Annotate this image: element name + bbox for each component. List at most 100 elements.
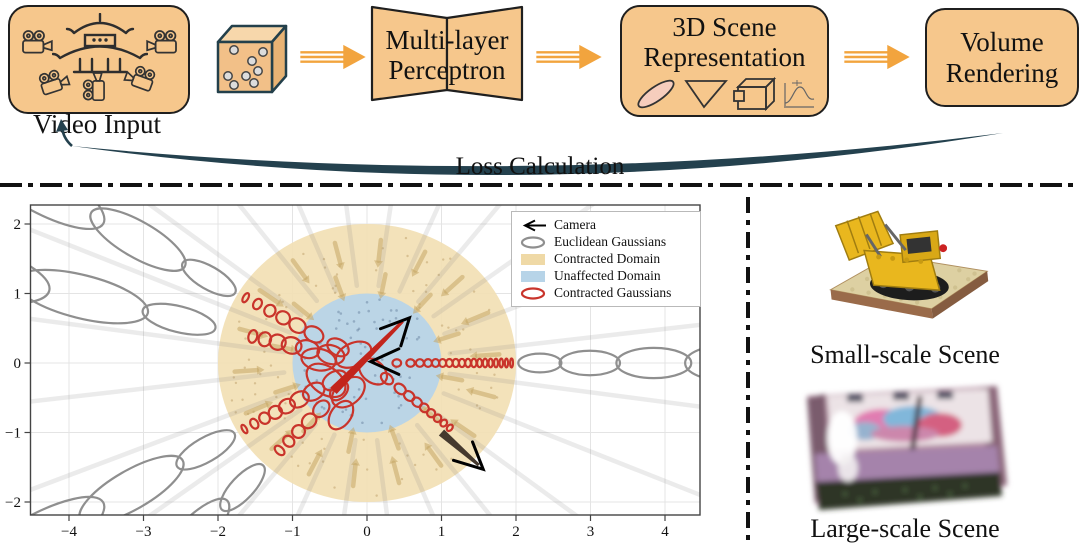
camera-ray: [397, 205, 442, 294]
inward-arrow: [376, 237, 384, 263]
speckle: [302, 252, 305, 256]
speckle: [389, 309, 393, 312]
camera-ray: [343, 205, 360, 288]
legend-label: Contracted Domain: [554, 251, 661, 266]
contracted-gaussian: [432, 413, 443, 424]
speckle: [475, 404, 479, 407]
speckle: [230, 399, 234, 402]
speckle: [331, 287, 335, 290]
speckle: [263, 350, 266, 354]
inward-arrow-head: [435, 372, 444, 382]
speckle: [265, 317, 268, 321]
speckle: [469, 348, 472, 351]
inward-arrow: [391, 460, 402, 486]
speckle: [334, 327, 338, 330]
speckle: [323, 266, 327, 269]
x-tick-label: −1: [285, 524, 301, 540]
speckle: [339, 312, 343, 315]
speckle: [425, 261, 429, 264]
speckle: [365, 468, 369, 471]
camera-arrow: [378, 315, 412, 348]
contracted-gaussian: [280, 336, 303, 355]
inward-arrow: [291, 301, 311, 318]
speckle: [425, 283, 428, 287]
pagoda-icon: [52, 13, 148, 74]
speckle: [417, 336, 421, 339]
inward-arrow-head: [460, 317, 470, 326]
legend-marker-filled-rect: [521, 270, 545, 282]
speckle: [287, 392, 290, 396]
contracted-gaussian: [503, 357, 510, 369]
lego-scene-image: [829, 210, 989, 319]
speckle: [378, 298, 381, 301]
legend-marker-ellipse-outline: [520, 235, 546, 249]
speckle: [375, 494, 378, 497]
speckle: [442, 258, 445, 261]
inward-arrow-head: [335, 262, 345, 270]
inward-arrow-head: [388, 424, 397, 433]
inward-arrow-head: [337, 293, 346, 302]
speckle: [314, 284, 318, 288]
inward-arrow-head: [389, 456, 399, 464]
camera-ray: [30, 227, 293, 335]
contracted-gaussian: [251, 297, 264, 311]
euclidean-gaussian: [78, 454, 185, 515]
x-tick-label: 4: [661, 524, 669, 540]
inward-arrow: [440, 374, 465, 383]
legend-label: Camera: [554, 217, 596, 232]
arrow-right-icon: [844, 44, 910, 70]
inward-arrow-head: [411, 268, 420, 277]
speckle: [415, 317, 419, 320]
speckle: [322, 407, 326, 410]
arrow-right-icon: [536, 44, 602, 70]
contracted-gaussian: [327, 399, 355, 431]
inward-arrow-head: [314, 449, 323, 458]
speckle: [285, 305, 288, 309]
video-camera-icon: [123, 65, 156, 92]
speckle: [301, 441, 304, 444]
speckle: [435, 468, 438, 471]
speckle: [333, 291, 337, 295]
contracted-gaussian: [241, 292, 251, 304]
contracted-gaussian: [289, 390, 310, 409]
camera-ray: [341, 437, 358, 515]
rendering-curve-icon: [784, 80, 815, 108]
speckle: [406, 254, 409, 258]
speckle: [454, 329, 458, 332]
speckle: [380, 421, 384, 425]
inward-arrow: [465, 310, 491, 324]
speckle: [408, 376, 411, 379]
video-input-label: Video Input: [32, 108, 162, 139]
camera-ray: [30, 316, 287, 355]
x-tick-label: −2: [210, 524, 226, 540]
speckle: [234, 381, 238, 385]
inward-arrow-head: [440, 288, 450, 297]
speckle: [440, 324, 444, 327]
speckle: [356, 328, 359, 332]
contracted-gaussian: [498, 357, 505, 369]
speckle: [472, 290, 476, 293]
speckle: [437, 273, 440, 277]
contracted-gaussian: [300, 347, 337, 372]
camera-ray: [430, 408, 580, 515]
camera-ray-shaft: [438, 429, 480, 467]
speckle: [380, 358, 384, 361]
speckle: [357, 388, 361, 391]
camera-ray: [416, 205, 503, 304]
contracted-gaussian: [487, 357, 494, 369]
camera-ray: [30, 389, 292, 493]
inward-arrow: [273, 384, 296, 395]
camera-ray: [414, 422, 493, 515]
scene-representation-box: 3D Scene Representation: [620, 5, 829, 117]
contracted-gaussian: [273, 444, 286, 457]
scene-representation-label: 3D Scene Representation: [643, 12, 806, 73]
speckle: [404, 236, 408, 240]
euclidean-gaussian: [684, 348, 700, 378]
euclidean-gaussian: [30, 268, 150, 325]
speckle: [422, 453, 425, 456]
speckle: [346, 322, 349, 326]
speckle: [400, 477, 404, 481]
inward-arrow-head: [351, 458, 360, 466]
vertical-dashdot-divider: [746, 197, 750, 545]
speckle: [337, 310, 340, 314]
